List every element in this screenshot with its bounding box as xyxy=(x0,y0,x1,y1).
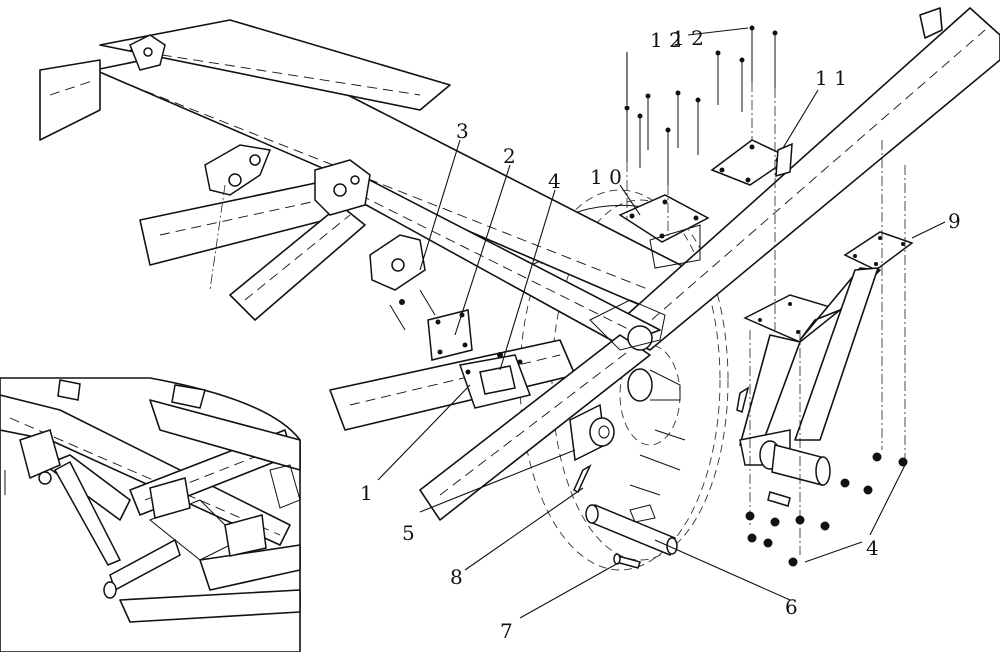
hinge-bracket-mid xyxy=(314,159,371,216)
inset-beams xyxy=(0,379,301,623)
callout-item-2: 2 xyxy=(503,144,516,168)
pivot-pin-6 xyxy=(585,503,678,557)
diagonal-strut-beam xyxy=(229,204,366,321)
wheel-arm-9 xyxy=(739,231,914,470)
small-pin-right xyxy=(736,386,791,507)
frame-beam-lower-diagonal xyxy=(419,334,651,521)
inset-detail-view xyxy=(0,377,301,653)
wheel-plate-10 xyxy=(618,194,710,269)
callout-labels: 1 2 1 2 1 1 3 2 4 1 0 9 1 5 8 7 6 4 xyxy=(360,26,961,643)
nuts-4 xyxy=(399,299,908,567)
callout-item-12b: 1 2 xyxy=(672,26,704,50)
callout-item-8: 8 xyxy=(450,565,463,589)
callout-item-11: 1 1 xyxy=(815,66,847,90)
callout-item-6: 6 xyxy=(785,595,798,619)
mount-block-4 xyxy=(459,354,532,409)
wheel-spindle-axle xyxy=(771,444,831,486)
callout-item-4-lower: 4 xyxy=(866,536,879,560)
wheel-hub xyxy=(627,368,681,402)
callout-item-7: 7 xyxy=(500,619,513,643)
callout-item-9: 9 xyxy=(948,209,961,233)
pivot-pin-junction xyxy=(589,299,666,351)
callout-item-12a: 1 2 xyxy=(650,28,682,52)
callout-item-1: 1 xyxy=(360,481,373,505)
hinge-bracket-left xyxy=(204,144,272,196)
top-hinge-bracket xyxy=(129,34,166,71)
callout-item-3: 3 xyxy=(456,119,469,143)
callout-item-5: 5 xyxy=(402,521,415,545)
frame-beam-rear xyxy=(39,19,451,141)
spindle-bracket-5 xyxy=(569,403,615,462)
top-plate-11 xyxy=(710,139,793,186)
hinge-bracket-center xyxy=(369,234,426,291)
bolts-12 xyxy=(389,25,778,496)
clevis-pin-7 xyxy=(613,553,641,569)
mount-plate-2 xyxy=(427,309,473,361)
callout-item-10: 1 0 xyxy=(590,165,622,189)
callout-item-4-upper: 4 xyxy=(548,169,561,193)
leader-lines xyxy=(377,27,946,619)
